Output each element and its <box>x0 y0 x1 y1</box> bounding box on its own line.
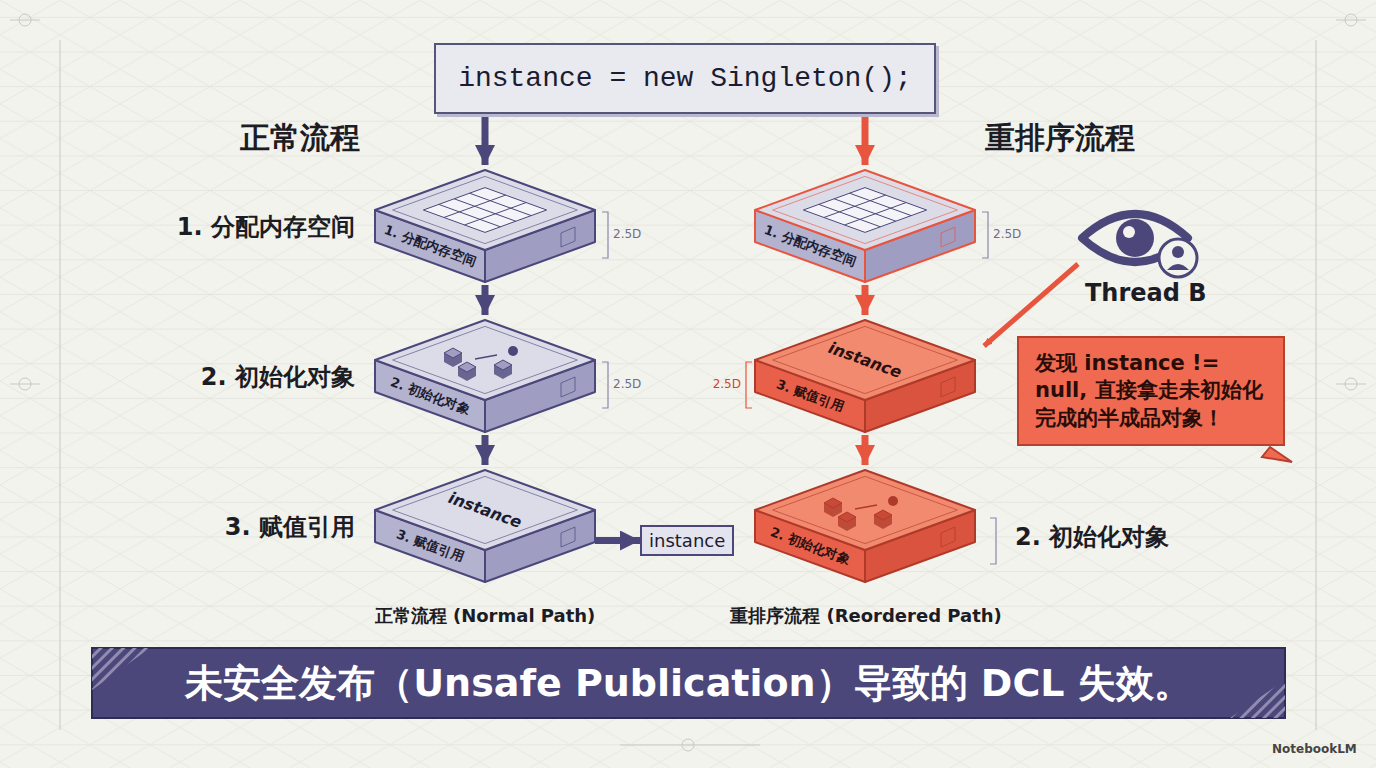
process-slab: 1. 分配内存空间 <box>755 165 975 285</box>
caption-text: 未安全发布（Unsafe Publication）导致的 DCL 失效。 <box>92 648 1285 718</box>
dimension-label: 2.5D <box>613 227 641 241</box>
process-slab: 1. 分配内存空间1. 分配内存空间 <box>375 165 595 285</box>
slab-shape <box>375 315 595 435</box>
flow-arrow <box>482 285 489 315</box>
frame-marks <box>10 14 1366 751</box>
step-label: 3. 赋值引用 <box>225 511 355 543</box>
code-box: instance = new Singleton(); <box>434 43 936 114</box>
flow-arrow <box>482 114 489 165</box>
callout-tail <box>1262 447 1292 462</box>
slab-shape <box>755 465 975 585</box>
box-text: instance = new Singleton(); <box>458 63 912 94</box>
flow-arrow <box>862 285 869 315</box>
actor-label: Thread B <box>1085 279 1207 307</box>
slab-shape <box>755 315 975 435</box>
column-heading: 重排序流程 <box>985 118 1135 159</box>
slab-shape <box>755 165 975 285</box>
flow-arrow <box>862 435 869 465</box>
column-heading: 正常流程 <box>240 118 360 159</box>
callout-box: 发现 instance != null, 直接拿走未初始化完成的半成品对象！ <box>1017 336 1285 446</box>
dimension-brackets <box>602 212 996 564</box>
step-label: 2. 初始化对象 <box>1015 521 1169 553</box>
column-caption: 正常流程 (Normal Path) <box>375 604 596 628</box>
box-text: 发现 instance != null, 直接拿走未初始化完成的半成品对象！ <box>1035 350 1267 432</box>
dimension-label: 2.5D <box>993 227 1021 241</box>
observe-arrow <box>984 264 1078 346</box>
process-slab: 2. 初始化对象2. 初始化对象 <box>375 315 595 435</box>
slab-shape <box>375 465 595 585</box>
column-caption: 重排序流程 (Reordered Path) <box>730 604 1002 628</box>
flow-arrow <box>862 114 869 165</box>
step-label: 1. 分配内存空间 <box>177 211 355 243</box>
process-slab: instance3. 赋值引用 <box>755 315 975 435</box>
eye-icon <box>1082 214 1197 277</box>
flow-arrow <box>595 537 640 544</box>
dimension-bracket <box>746 362 752 408</box>
flow-arrow <box>482 435 489 465</box>
process-slab: 3. 赋值引用instance3. 赋值引用 <box>375 465 595 585</box>
reference-box: instance <box>640 525 734 556</box>
watermark: NotebookLM <box>1272 742 1357 756</box>
box-text: instance <box>649 530 725 551</box>
step-label: 2. 初始化对象 <box>201 361 355 393</box>
caption-band <box>92 648 1285 718</box>
dimension-label: 2.5D <box>713 377 741 391</box>
process-slab: 2. 初始化对象2. 初始化对象 <box>755 465 975 585</box>
dimension-label: 2.5D <box>613 377 641 391</box>
slab-shape <box>375 165 595 285</box>
